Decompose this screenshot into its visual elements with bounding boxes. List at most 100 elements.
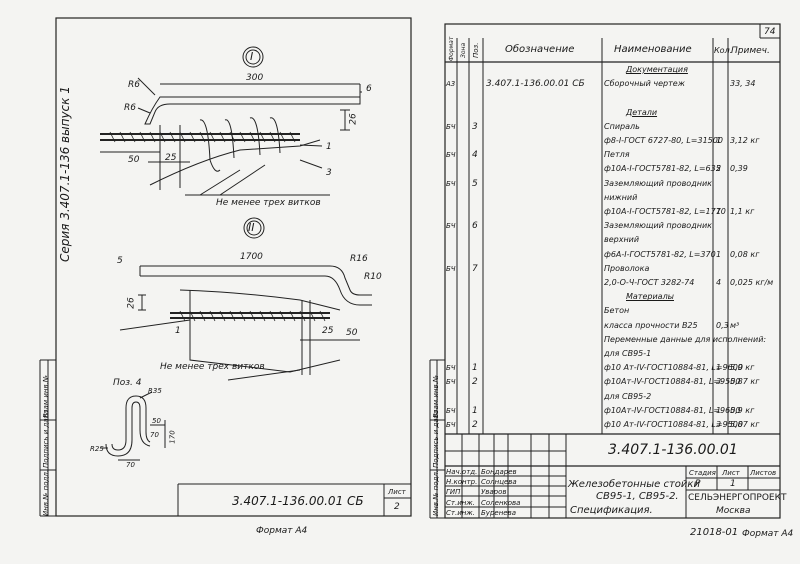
header-note: Примеч. xyxy=(731,46,770,56)
title-role: Ст.инж. xyxy=(446,498,475,507)
title-role: ГИП xyxy=(446,488,461,497)
row-note: 0,08 кг xyxy=(730,249,760,259)
row-qty: 3 xyxy=(716,377,722,387)
stamp-label-inv: Инв.№ подл. xyxy=(42,469,50,516)
dim-300: 300 xyxy=(246,73,264,83)
title-role: Нач.отд. xyxy=(446,468,478,476)
row-name: Заземляющий проводник xyxy=(604,221,712,231)
dim-1700: 1700 xyxy=(240,252,263,262)
left-sheet-number: 2 xyxy=(394,502,400,512)
title-person: Бондарев xyxy=(481,468,517,476)
row-note: 0,39 xyxy=(730,164,748,174)
title-line-1: Железобетонные стойки xyxy=(568,479,700,490)
dim-25-a: 25 xyxy=(165,153,177,163)
header-designation: Обозначение xyxy=(505,44,575,55)
series-label: Серия 3.407.1-136 выпуск 1 xyxy=(58,86,72,262)
title-person: Солнцева xyxy=(481,478,517,487)
title-person: Буренева xyxy=(481,508,516,517)
title-code: 3.407.1-136.00.01 xyxy=(608,442,738,458)
org-name: СЕЛЬЭНЕРГОПРОЕКТ xyxy=(688,493,787,503)
row-qty: 4 xyxy=(716,278,722,287)
r10-label: R10 xyxy=(364,272,382,282)
r6-label-b: R6 xyxy=(124,103,136,113)
row-name: Детали xyxy=(626,107,658,117)
row-format: БЧ xyxy=(446,406,456,415)
row-name: ф6А-I-ГОСТ5781-82, L=370 xyxy=(604,249,716,259)
dim-50-a: 50 xyxy=(128,155,140,165)
row-name: ф10 Ат-IV-ГОСТ10884-81, L=9600 xyxy=(604,363,743,373)
row-note: 0,025 кг/м xyxy=(730,278,774,287)
row-qty: 1 xyxy=(716,363,722,373)
stamp-label-sign-right: Подпись и дата xyxy=(432,410,440,468)
dim-70-a: 70 xyxy=(150,431,159,439)
row-pos: 2 xyxy=(472,377,478,388)
row-note: 33, 34 xyxy=(730,79,756,89)
pos-3: 3 xyxy=(326,168,332,178)
stamp-label-replace-right: Взам.инв.№ xyxy=(432,374,440,418)
left-frame xyxy=(55,17,412,517)
row-format: БЧ xyxy=(446,378,456,387)
row-name: Бетон xyxy=(604,306,630,316)
header-zone: Зона xyxy=(460,42,467,58)
left-format: Формат А4 xyxy=(256,526,308,536)
title-line-2: СВ95-1, СВ95-2. xyxy=(596,491,679,502)
dim-50-b: 50 xyxy=(346,328,358,338)
row-format: БЧ xyxy=(446,222,456,231)
header-format: Формат xyxy=(448,36,455,61)
dim-70-b: 70 xyxy=(126,461,135,469)
row-qty: 0,3 xyxy=(716,320,729,330)
row-name: нижний xyxy=(604,192,638,202)
row-format: БЧ xyxy=(446,264,456,273)
stamp-label-sign: Подпись и дата xyxy=(42,410,50,468)
row-note: м³ xyxy=(730,320,740,330)
row-name: для СВ95-2 xyxy=(604,391,652,401)
row-pos: 3 xyxy=(472,121,478,132)
title-line-3: Спецификация. xyxy=(570,505,653,516)
r16-label: R16 xyxy=(350,254,368,264)
row-format: БЧ xyxy=(446,122,456,131)
left-drawing-code: 3.407.1-136.00.01 СБ xyxy=(232,494,364,508)
pos-1-a: 1 xyxy=(326,142,332,152)
row-designation: 3.407.1-136.00.01 СБ xyxy=(486,79,585,90)
note-turns-1: Не менее трех витков xyxy=(216,198,321,208)
header-name: Наименование xyxy=(614,44,692,55)
row-name: класса прочности В25 xyxy=(604,320,698,330)
row-pos: 5 xyxy=(472,178,478,189)
row-name: 2,0-О-Ч-ГОСТ 3282-74 xyxy=(604,278,695,287)
row-format: А3 xyxy=(446,80,456,89)
row-name: Сборочный чертеж xyxy=(604,79,685,89)
row-name: Материалы xyxy=(626,292,674,302)
row-qty: 2 xyxy=(716,164,722,174)
left-sheet-label: Лист xyxy=(388,488,406,496)
sheets-label: Листов xyxy=(750,469,777,477)
pos-5: 5 xyxy=(117,256,123,266)
dim-26-a: 26 xyxy=(348,113,359,125)
row-name: Спираль xyxy=(604,121,640,131)
stamp-label-inv-right: Инв.№ подл. xyxy=(432,469,440,516)
row-name: Проволока xyxy=(604,263,650,273)
view-2-label: II xyxy=(248,221,255,234)
row-qty: 1 xyxy=(716,136,722,145)
row-note: 3,12 кг xyxy=(730,136,760,145)
row-name: Петля xyxy=(604,150,630,160)
sheet-value: 1 xyxy=(730,479,736,489)
header-pos: Поз. xyxy=(472,42,480,59)
row-format: БЧ xyxy=(446,179,456,188)
row-note: 5,87 кг xyxy=(730,420,760,429)
row-name: ф10Ат-IV-ГОСТ10884-81, L=9600 xyxy=(604,405,741,415)
sheet-label: Лист xyxy=(722,469,740,477)
row-pos: 1 xyxy=(472,405,478,416)
title-person: Уваров xyxy=(481,488,507,497)
row-format: БЧ xyxy=(446,364,456,373)
row-name: ф10Ат-IV-ГОСТ10884-81, L=9500 xyxy=(604,377,741,387)
title-role: Ст.инж. xyxy=(446,508,475,517)
r25-label: R25 xyxy=(90,445,104,453)
row-note: 5,87 кг xyxy=(730,377,760,387)
dim-26-b: 26 xyxy=(126,297,137,309)
row-name: Заземляющий проводник xyxy=(604,178,712,188)
dim-170: 170 xyxy=(168,430,177,444)
row-note: 5,9 кг xyxy=(730,363,755,373)
row-format: БЧ xyxy=(446,421,456,429)
row-name: ф10А-I-ГОСТ5781-82, L=635 xyxy=(604,164,721,174)
